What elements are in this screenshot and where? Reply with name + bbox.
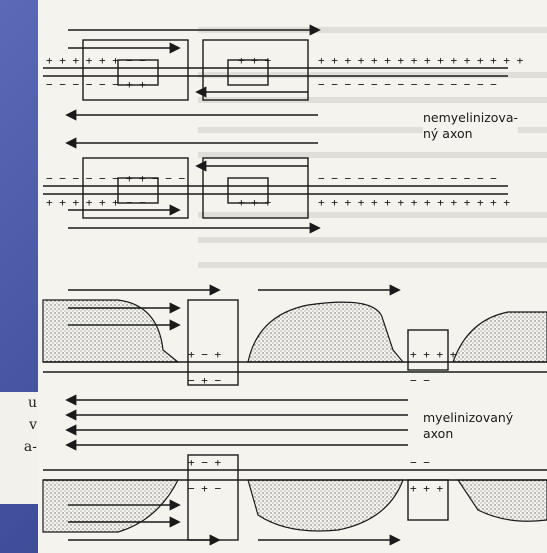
svg-text:− −: − − bbox=[410, 456, 430, 469]
svg-text:+ +: + + bbox=[126, 78, 146, 91]
unmyelinated-label-line-2: ný axon bbox=[423, 126, 518, 142]
svg-text:− −: − − bbox=[126, 54, 146, 67]
svg-text:+ − +: + − + bbox=[188, 456, 221, 469]
caption-line-3: a- bbox=[2, 436, 40, 458]
myelinated-axon-label: myelinizovaný axon bbox=[423, 410, 513, 442]
myelinated-label-line-2: axon bbox=[423, 426, 513, 442]
axon-figure: + + + + + + − − + + + + + + + + + + + + … bbox=[38, 0, 547, 553]
svg-text:+ + +: + + + bbox=[410, 482, 443, 495]
svg-text:+ − +: + − + bbox=[188, 348, 221, 361]
svg-text:+ + + + + + + + + + + + + + +: + + + + + + + + + + + + + + + bbox=[318, 196, 510, 209]
myelinated-label-line-1: myelinizovaný bbox=[423, 410, 513, 426]
svg-text:+ + + + + +: + + + + + + bbox=[46, 196, 119, 209]
svg-text:− −: − − bbox=[126, 196, 146, 209]
svg-text:+ +: + + bbox=[126, 172, 146, 185]
svg-text:− − − − − −: − − − − − − bbox=[46, 78, 119, 91]
unmyelinated-axon-label: nemyelinizova- ný axon bbox=[423, 110, 518, 142]
svg-text:− + −: − + − bbox=[188, 482, 221, 495]
axon-diagram: + + + + + + − − + + + + + + + + + + + + … bbox=[38, 0, 547, 553]
svg-text:+ + +: + + + bbox=[238, 54, 271, 67]
svg-text:− + −: − + − bbox=[188, 374, 221, 387]
svg-text:− −: − − bbox=[410, 374, 430, 387]
svg-text:− − − − − − − − − − −: − − − − − − − − − − − bbox=[46, 172, 185, 185]
caption-fragment: u v a- bbox=[0, 392, 40, 504]
svg-text:+ + + + + + + + + + + + + + +: + + + + + + + + + + + + + + + + bbox=[318, 54, 524, 67]
svg-text:+ + + + + +: + + + + + + bbox=[46, 54, 119, 67]
svg-text:− − − − − − − − − − − − − −: − − − − − − − − − − − − − − bbox=[318, 172, 497, 185]
caption-line-1: u bbox=[2, 392, 40, 414]
caption-line-2: v bbox=[2, 414, 40, 436]
svg-text:− − − − − − − − − − − − − −: − − − − − − − − − − − − − − bbox=[318, 78, 497, 91]
svg-text:+ + +: + + + bbox=[238, 196, 271, 209]
svg-text:+ + + +: + + + + bbox=[410, 348, 457, 361]
unmyelinated-label-line-1: nemyelinizova- bbox=[423, 110, 518, 126]
